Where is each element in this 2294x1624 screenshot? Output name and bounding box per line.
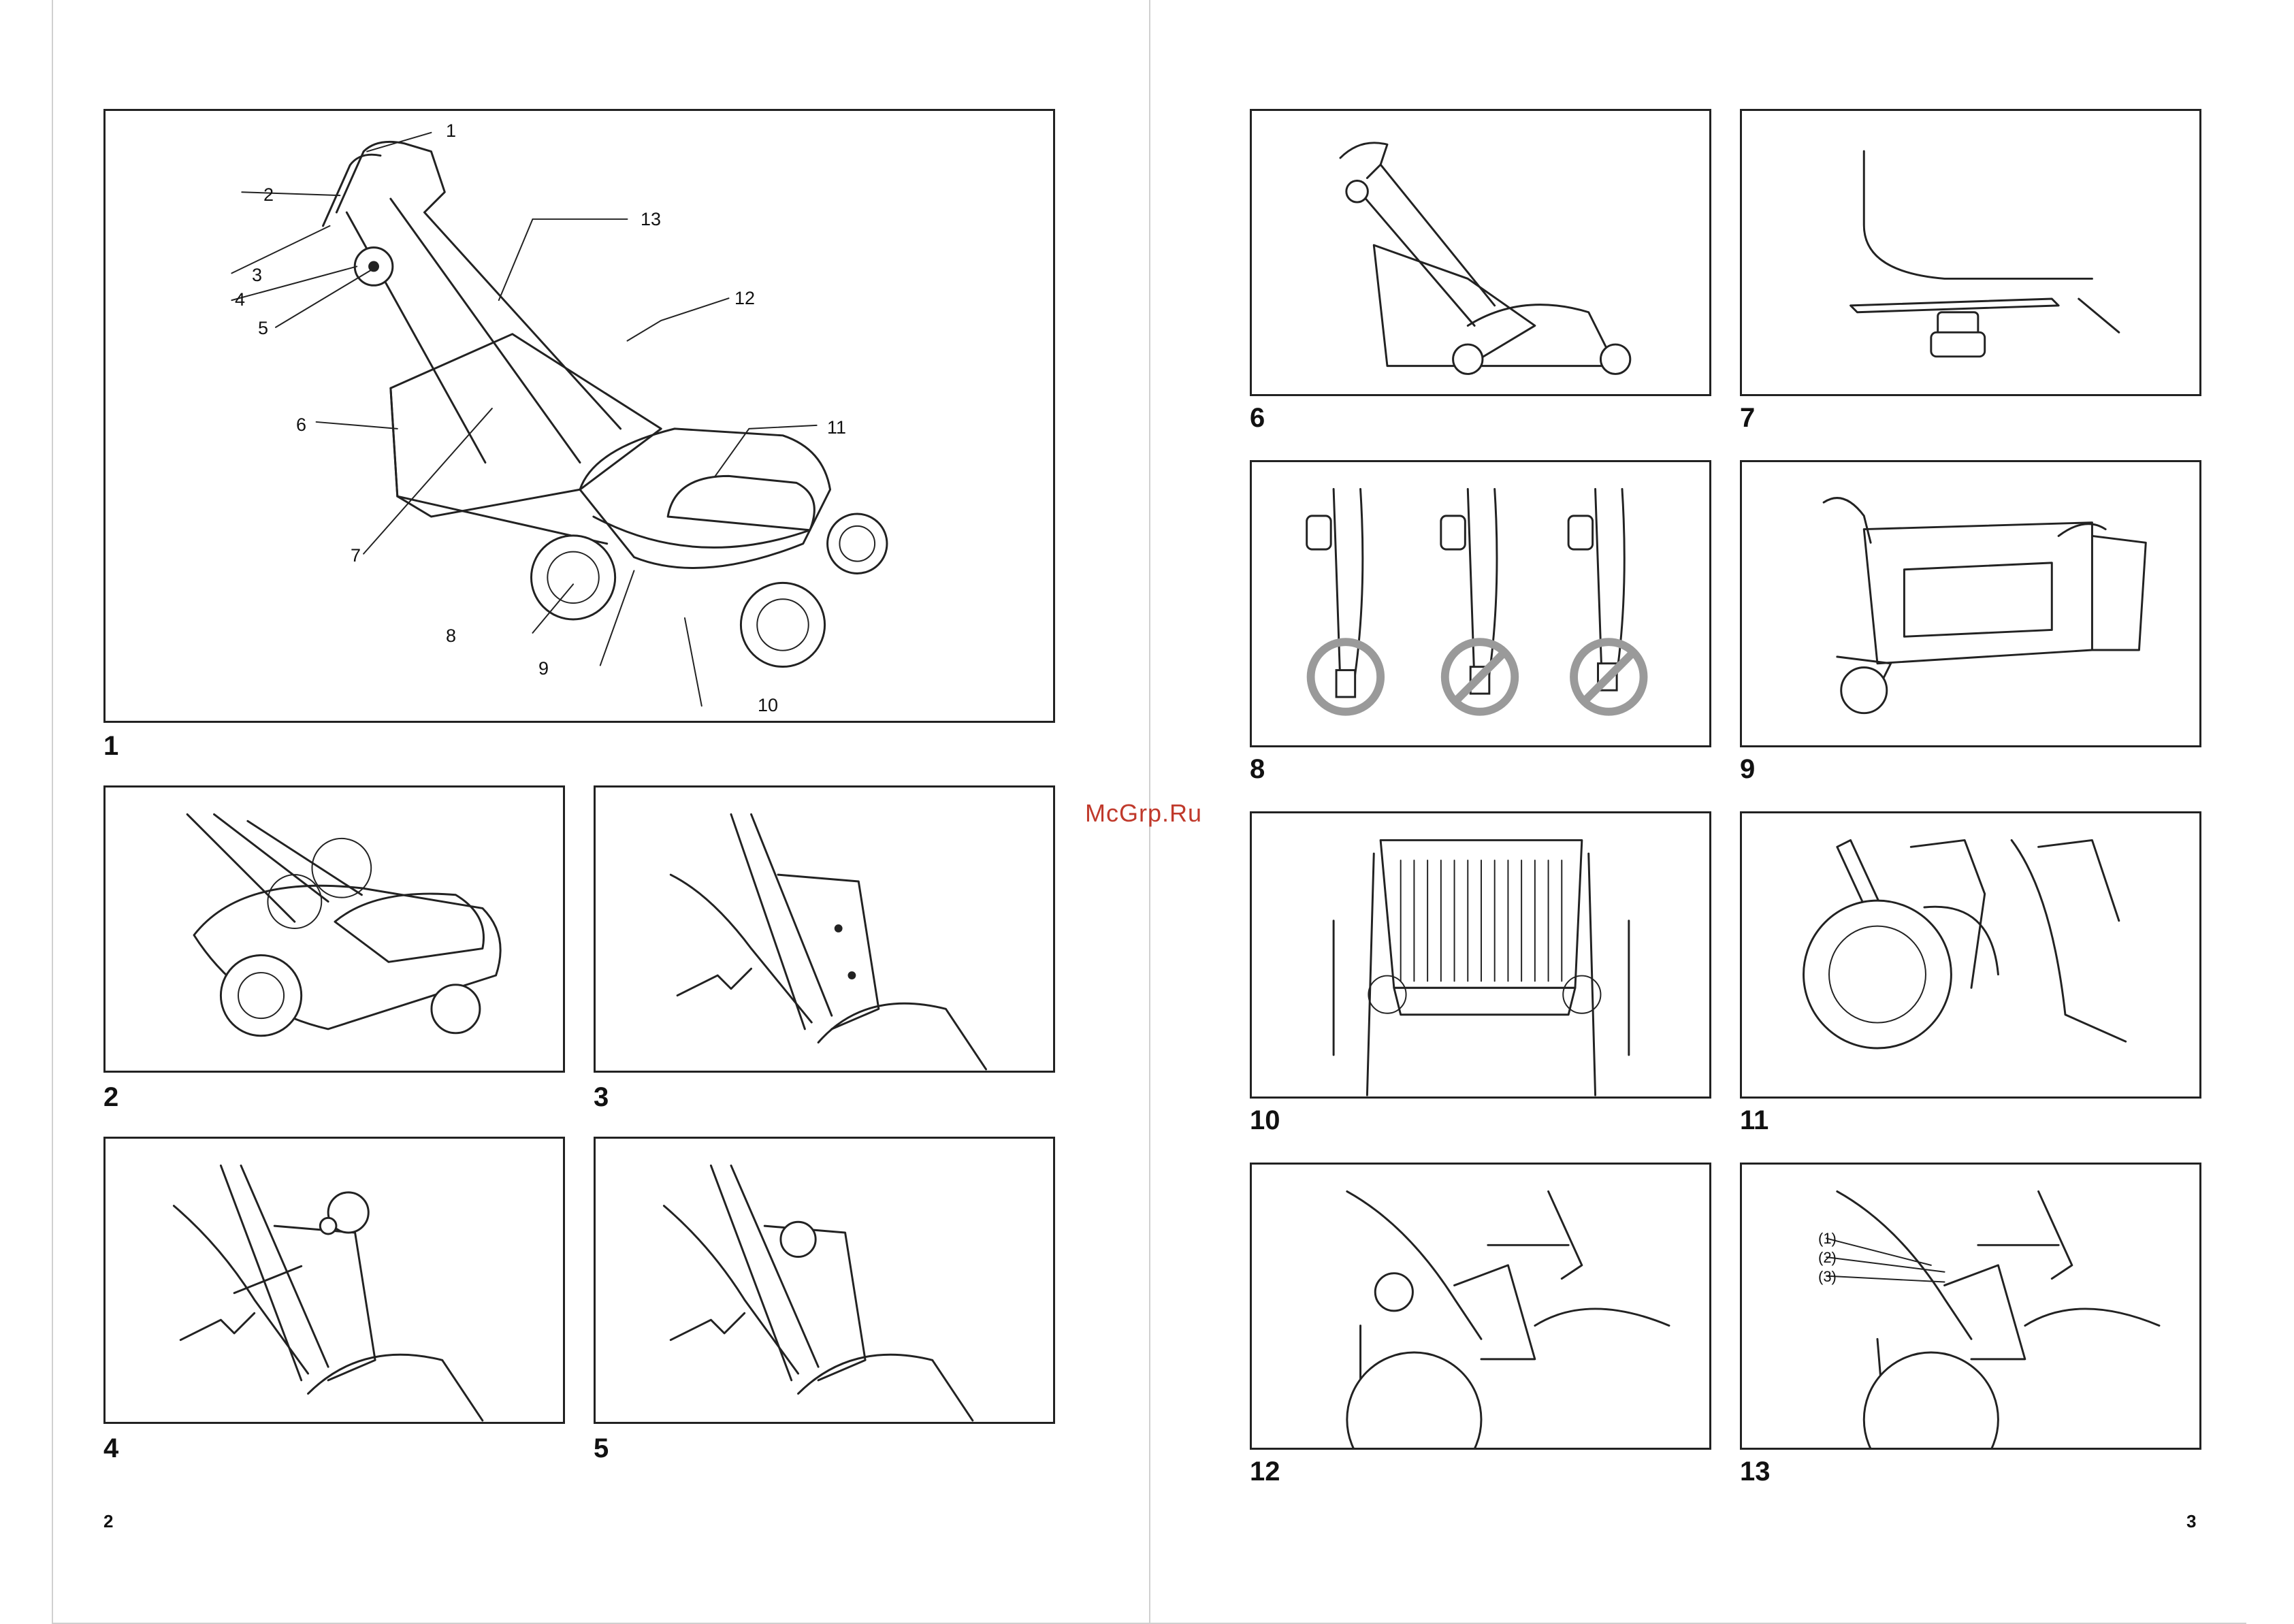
figure-number-2: 2 — [103, 1084, 118, 1111]
height-knob-drawing — [1742, 111, 2199, 394]
figure-number-4: 4 — [103, 1435, 118, 1462]
mower-overview-drawing — [106, 111, 1053, 721]
callout-6: 6 — [296, 416, 306, 434]
callout-5: 5 — [258, 319, 268, 338]
figure-number-8: 8 — [1250, 756, 1265, 783]
handle-bracket-drawing — [596, 787, 1053, 1071]
figure-2-handle-folded — [103, 785, 565, 1073]
page-number-right: 3 — [2186, 1512, 2196, 1530]
rear-flap-drawing — [1252, 813, 1709, 1097]
assembled-mower-drawing — [1252, 111, 1709, 394]
callout-12: 12 — [734, 289, 755, 308]
figure-13-cable-bracket-assembled: (1) (2) (3) — [1740, 1163, 2201, 1450]
handle-folded-drawing — [106, 787, 563, 1071]
bolt-knob-drawing — [106, 1139, 563, 1422]
figure-10-rear-flap — [1250, 811, 1711, 1099]
callout-13: 13 — [641, 210, 661, 229]
callout-10: 10 — [758, 696, 778, 715]
callout-13-3: (3) — [1818, 1269, 1837, 1284]
figure-7-height-knob — [1740, 109, 2201, 396]
figure-3-handle-bracket — [594, 785, 1055, 1073]
cable-bracket-bolt-drawing — [1252, 1165, 1709, 1448]
callout-9: 9 — [538, 660, 549, 678]
figure-11-wheel-height-lever — [1740, 811, 2201, 1099]
figure-1-mower-overview: 1 2 3 4 5 6 7 8 9 10 11 12 13 — [103, 109, 1055, 723]
attach-grass-bag-drawing — [1742, 462, 2199, 745]
figure-12-cable-bracket-bolt — [1250, 1163, 1711, 1450]
figure-number-5: 5 — [594, 1435, 609, 1462]
callout-2: 2 — [263, 186, 274, 204]
callout-7: 7 — [351, 547, 361, 565]
figure-4-bolt-and-knob — [103, 1137, 565, 1424]
figure-6-assembled-mower — [1250, 109, 1711, 396]
callout-13-2: (2) — [1818, 1250, 1837, 1265]
callout-3: 3 — [252, 266, 262, 285]
cable-clip-drawing — [1252, 462, 1709, 745]
figure-9-attach-grass-bag — [1740, 460, 2201, 747]
callout-4: 4 — [235, 291, 245, 309]
page-number-left: 2 — [103, 1512, 113, 1530]
wheel-height-lever-drawing — [1742, 813, 2199, 1097]
watermark-text: McGrp.Ru — [1085, 799, 1202, 828]
figure-number-6: 6 — [1250, 404, 1265, 432]
knob-tightened-drawing — [596, 1139, 1053, 1422]
callout-8: 8 — [446, 627, 456, 645]
callout-11: 11 — [827, 419, 846, 437]
callout-1: 1 — [446, 122, 456, 140]
figure-number-7: 7 — [1740, 404, 1755, 432]
figure-number-9: 9 — [1740, 756, 1755, 783]
figure-number-11: 11 — [1740, 1107, 1768, 1134]
cable-bracket-assembled-drawing — [1742, 1165, 2199, 1448]
figure-number-1: 1 — [103, 732, 118, 760]
figure-number-13: 13 — [1740, 1458, 1771, 1485]
figure-number-12: 12 — [1250, 1458, 1280, 1485]
figure-number-3: 3 — [594, 1084, 609, 1111]
figure-5-knob-tightened — [594, 1137, 1055, 1424]
figure-number-10: 10 — [1250, 1107, 1280, 1134]
figure-8-cable-clip-positions — [1250, 460, 1711, 747]
callout-13-1: (1) — [1818, 1231, 1837, 1246]
